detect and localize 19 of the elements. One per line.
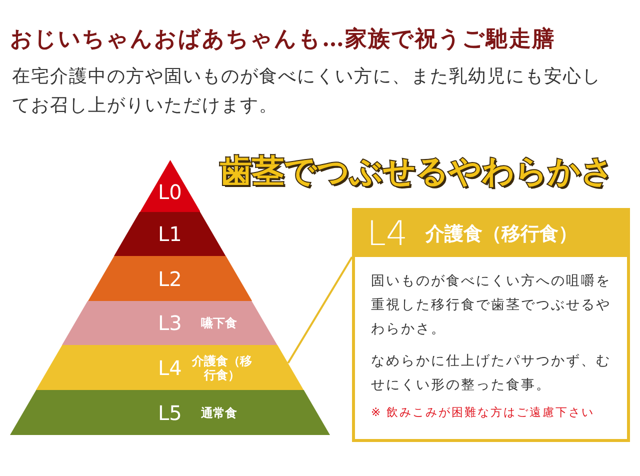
level-heading: L4 <box>367 214 408 254</box>
description-text: 固いものが食べにくい方への咀嚼を重視した移行食で歯茎でつぶせるやわらかさ。 <box>371 272 612 339</box>
level-label: L4 <box>158 356 182 380</box>
intro-text: 在宅介護中の方や固いものが食べにくい方に、また乳幼児にも安心してお召し上がりいただけます。 <box>12 65 602 118</box>
level-label: L1 <box>158 222 182 246</box>
connector-line <box>287 256 353 364</box>
level-label: L5 <box>158 400 182 424</box>
food-type-label: 介護食（移行食） <box>190 354 253 382</box>
level-label: L0 <box>158 180 182 204</box>
food-type-label: 嚥下食 <box>200 316 238 330</box>
banner-heading: 歯茎でつぶせるやわらかさ <box>220 151 615 192</box>
level-label: L3 <box>158 311 182 335</box>
page-title: おじいちゃんおばあちゃんも…家族で祝うご馳走膳 <box>10 25 556 54</box>
food-type-heading: 介護食（移行食） <box>426 222 578 247</box>
description-text: なめらかに仕上げたパサつかず、むせにくい形の整った食事。 <box>371 352 612 395</box>
warning-note: ※ 飲みこみが困難な方はご遠慮下さい <box>371 405 596 420</box>
level-label: L2 <box>158 266 182 290</box>
info-callout <box>352 208 630 442</box>
food-type-label: 通常食 <box>200 406 238 420</box>
